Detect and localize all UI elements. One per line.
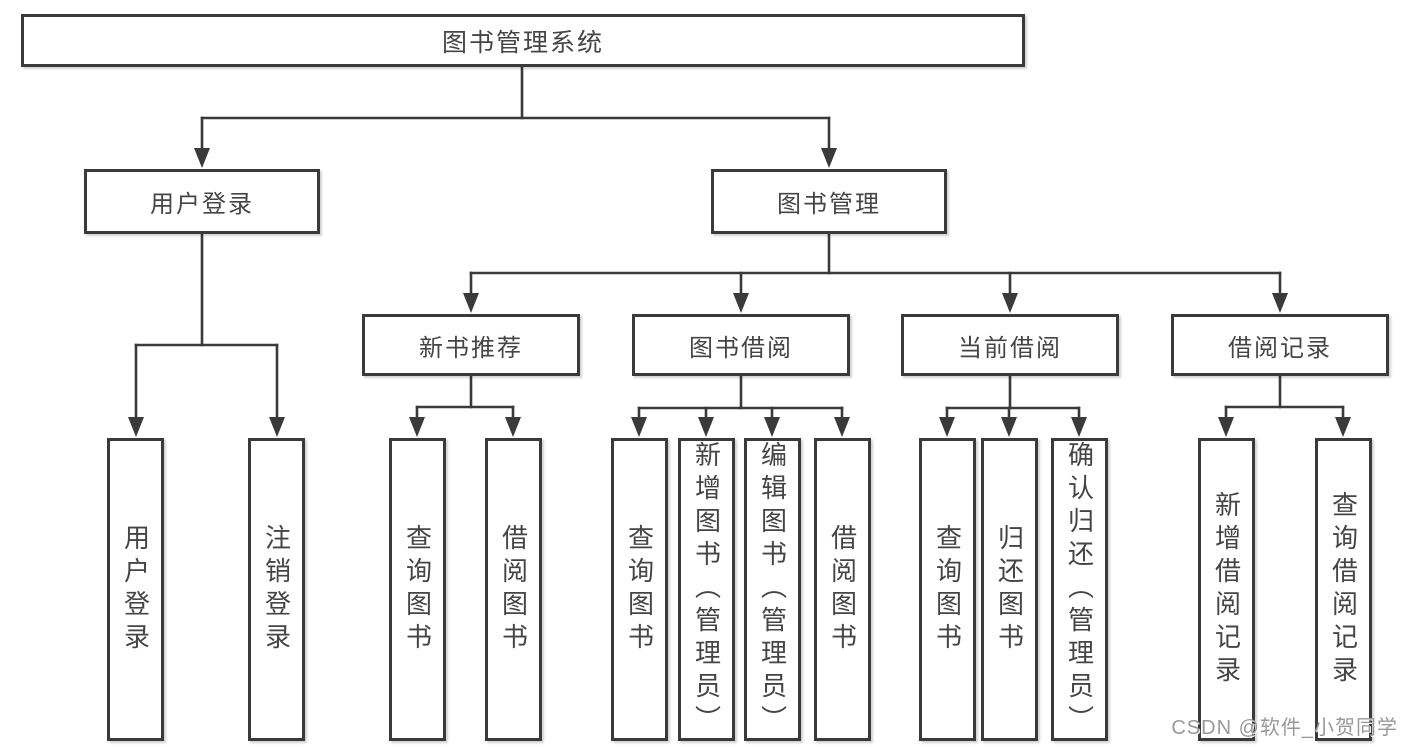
leaf-query-borrow-record-label: 查询借阅记录 (1328, 490, 1359, 689)
connector-book-borrowing-to-leaves (631, 374, 850, 437)
leaf-confirm-return-admin: 确认归还（管理员） (1051, 438, 1108, 741)
leaf-borrow-books: 借阅图书 (814, 438, 871, 741)
node-root: 图书管理系统 (21, 14, 1025, 67)
leaf-return-books-label: 归还图书 (994, 523, 1025, 656)
leaf-confirm-return-admin-label: 确认归还（管理员） (1064, 441, 1095, 738)
csdn-watermark: CSDN @软件_小贺同学 (1171, 717, 1398, 739)
leaf-add-books-admin-label: 新增图书（管理员） (691, 441, 722, 738)
node-book-borrowing: 图书借阅 (632, 314, 850, 376)
leaf-user-login-label: 用户登录 (120, 523, 151, 656)
node-borrowing-records-label: 借阅记录 (1228, 334, 1332, 362)
leaf-user-login: 用户登录 (107, 438, 164, 741)
node-book-management-label: 图书管理 (777, 191, 881, 218)
leaf-borrow-books-recommend-label: 借阅图书 (498, 523, 529, 656)
leaf-query-borrow-record: 查询借阅记录 (1315, 438, 1372, 741)
connector-current-borrowing-to-leaves (939, 374, 1087, 437)
connector-root-to-level2 (194, 65, 837, 168)
connector-book-management-to-level3 (463, 232, 1288, 313)
leaf-edit-books-admin: 编辑图书（管理员） (744, 438, 801, 741)
leaf-borrow-books-recommend: 借阅图书 (485, 438, 542, 741)
leaf-logout-label: 注销登录 (261, 523, 292, 656)
node-user-login-label: 用户登录 (150, 191, 254, 218)
node-book-borrowing-label: 图书借阅 (689, 334, 793, 362)
leaf-edit-books-admin-label: 编辑图书（管理员） (757, 441, 788, 738)
leaf-add-borrow-record-label: 新增借阅记录 (1211, 490, 1242, 689)
leaf-add-books-admin: 新增图书（管理员） (678, 438, 735, 741)
connector-new-book-recommend-to-leaves (409, 374, 521, 437)
connector-user-login-to-leaves (128, 232, 285, 437)
node-user-login: 用户登录 (84, 169, 320, 234)
node-root-label: 图书管理系统 (441, 28, 604, 57)
leaf-query-books-recommend: 查询图书 (389, 438, 446, 741)
leaf-query-books-current: 查询图书 (919, 438, 976, 741)
node-book-management: 图书管理 (711, 169, 947, 234)
node-borrowing-records: 借阅记录 (1171, 314, 1389, 376)
leaf-query-books-borrowing: 查询图书 (611, 438, 668, 741)
leaf-borrow-books-label: 借阅图书 (827, 523, 858, 656)
leaf-query-books-borrowing-label: 查询图书 (624, 523, 655, 656)
leaf-query-books-recommend-label: 查询图书 (402, 523, 433, 656)
connector-borrowing-records-to-leaves (1218, 374, 1351, 437)
leaf-query-books-current-label: 查询图书 (932, 523, 963, 656)
node-current-borrowing: 当前借阅 (901, 314, 1119, 376)
node-current-borrowing-label: 当前借阅 (958, 334, 1062, 362)
leaf-return-books: 归还图书 (981, 438, 1038, 741)
leaf-logout: 注销登录 (248, 438, 305, 741)
leaf-add-borrow-record: 新增借阅记录 (1198, 438, 1255, 741)
node-new-book-recommend-label: 新书推荐 (419, 334, 523, 362)
node-new-book-recommend: 新书推荐 (362, 314, 580, 376)
